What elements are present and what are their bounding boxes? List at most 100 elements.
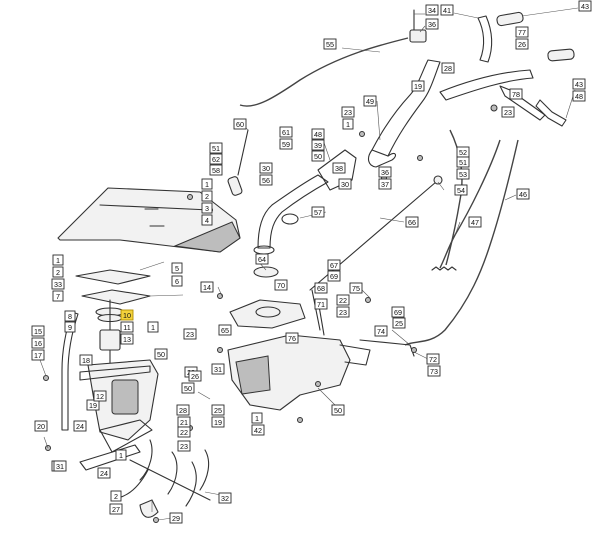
rod-knob xyxy=(433,175,443,185)
callout-label-highlighted: 10 xyxy=(120,309,134,321)
callout-label: 78 xyxy=(509,88,523,100)
callout-label: 23 xyxy=(177,440,191,452)
callout-label: 6 xyxy=(171,275,183,287)
callout-label: 68 xyxy=(314,282,328,294)
callout-label: 5 xyxy=(171,262,183,274)
callout-number: 41 xyxy=(443,6,451,15)
plate-6 xyxy=(81,289,151,305)
callout-number: 69 xyxy=(330,272,338,281)
handlebar-right-arm xyxy=(439,69,534,101)
callout-number: 1 xyxy=(151,323,155,332)
callout-label: 77 xyxy=(515,26,529,38)
cable-55 xyxy=(239,37,409,107)
callout-label: 1 xyxy=(251,412,263,424)
callout-number: 75 xyxy=(352,284,360,293)
callout-label: 1 xyxy=(115,449,127,461)
callout-number: 32 xyxy=(221,494,229,503)
callout-label: 53 xyxy=(456,168,470,180)
callout-label: 17 xyxy=(31,349,45,361)
callout-label: 50 xyxy=(311,150,325,162)
callout-label: 25 xyxy=(211,404,225,416)
callout-number: 22 xyxy=(339,296,347,305)
callout-label: 61 xyxy=(279,126,293,138)
callout-number: 66 xyxy=(408,218,416,227)
callout-number: 59 xyxy=(282,140,290,149)
lever-upper xyxy=(477,15,493,63)
callout-label: 1 xyxy=(147,321,159,333)
callout-label: 57 xyxy=(311,206,325,218)
callout-number: 34 xyxy=(428,6,436,15)
callout-number: 56 xyxy=(262,176,270,185)
oring-57 xyxy=(281,213,299,225)
callout-number: 43 xyxy=(575,80,583,89)
callout-label: 66 xyxy=(405,216,419,228)
bolt-l xyxy=(490,104,498,112)
callout-label: 36 xyxy=(425,18,439,30)
callout-number: 12 xyxy=(96,392,104,401)
callout-label: 67 xyxy=(327,259,341,271)
tine-5 xyxy=(117,469,149,499)
callout-number: 23 xyxy=(180,442,188,451)
callout-label: 75 xyxy=(349,282,363,294)
callout-number: 11 xyxy=(123,323,130,332)
tine-1 xyxy=(139,439,153,481)
callout-label: 23 xyxy=(336,306,350,318)
callout-number: 51 xyxy=(459,158,467,167)
callout-number: 13 xyxy=(123,335,131,344)
callout-number: 1 xyxy=(119,451,123,460)
parts-artwork xyxy=(43,9,575,523)
tine-3 xyxy=(185,461,197,507)
bolt-f xyxy=(217,347,223,353)
knob-62 xyxy=(227,176,243,196)
callout-label: 65 xyxy=(218,324,232,336)
callout-label: 69 xyxy=(391,306,405,318)
callout-label: 22 xyxy=(336,294,350,306)
callout-label: 62 xyxy=(209,153,223,165)
callout-number: 20 xyxy=(37,422,45,431)
cable-47 xyxy=(439,139,501,269)
callout-number: 50 xyxy=(157,350,165,359)
callout-number: 21 xyxy=(180,418,188,427)
spring-coil xyxy=(431,266,457,271)
callout-number: 26 xyxy=(518,40,526,49)
leader-lines xyxy=(39,7,579,521)
throttle-lever xyxy=(535,99,567,127)
callout-label: 31 xyxy=(211,363,225,375)
callout-number: 9 xyxy=(68,323,72,332)
callout-label: 8 xyxy=(64,310,76,322)
callout-number: 24 xyxy=(100,469,108,478)
callout-number: 46 xyxy=(519,190,527,199)
callout-label: 28 xyxy=(176,404,190,416)
callout-label: 55 xyxy=(323,38,337,50)
callout-label: 37 xyxy=(378,178,392,190)
callout-number: 36 xyxy=(428,20,436,29)
side-bar-20 xyxy=(99,419,153,453)
callout-number: 10 xyxy=(123,311,131,320)
callout-number: 14 xyxy=(203,283,211,292)
callout-number: 77 xyxy=(518,28,526,37)
callout-label: 11 xyxy=(120,321,134,333)
callout-label: 54 xyxy=(454,184,468,196)
callout-number: 15 xyxy=(34,327,42,336)
callout-number: 23 xyxy=(504,108,512,117)
callout-label: 33 xyxy=(51,278,65,290)
callout-label: 15 xyxy=(31,325,45,337)
callout-label: 39 xyxy=(311,139,325,151)
callout-label: 1 xyxy=(52,254,64,266)
callout-number: 58 xyxy=(212,166,220,175)
callout-label: 23 xyxy=(341,106,355,118)
callout-label: 18 xyxy=(79,354,93,366)
plate-4 xyxy=(75,269,151,285)
callout-label: 4 xyxy=(201,214,213,226)
callout-number: 72 xyxy=(429,355,437,364)
gearbox-window xyxy=(111,379,139,415)
callout-label: 50 xyxy=(154,348,168,360)
callout-label: 16 xyxy=(31,337,45,349)
callout-label: 51 xyxy=(456,156,470,168)
callout-number: 23 xyxy=(344,108,352,117)
callout-label: 27 xyxy=(109,503,123,515)
frame-recess xyxy=(235,355,271,395)
callout-label: 73 xyxy=(427,365,441,377)
